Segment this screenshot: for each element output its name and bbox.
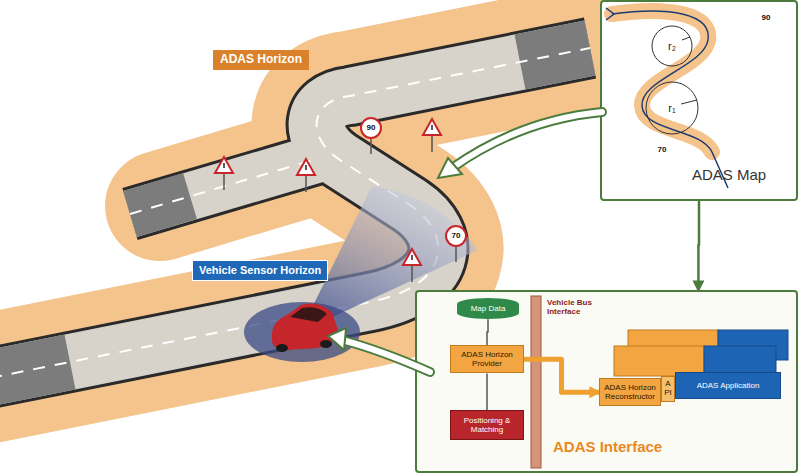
sensor-halo: [244, 302, 360, 362]
region-label: ADAS Horizon: [213, 50, 309, 70]
warning-sign: [403, 249, 421, 282]
speed-limit: 70: [452, 231, 461, 240]
radius-circle: [646, 82, 698, 134]
radius-label: r₂: [668, 40, 676, 53]
pointer-arrow: [452, 112, 602, 168]
radius-circle: [652, 26, 692, 66]
car: [272, 304, 338, 352]
connector: [697, 200, 700, 290]
sign-triangle: [297, 159, 315, 175]
database-cylinder: Map Data: [457, 298, 519, 319]
car-window: [290, 307, 327, 322]
panel-title: ADAS Map: [692, 166, 766, 183]
adas-map-drawing: [606, 8, 728, 188]
panel-title: ADAS Interface: [553, 438, 662, 455]
pointer-arrow: [452, 112, 602, 168]
process-box: ADAS Application: [675, 372, 781, 399]
adas-interface-drawing: [531, 296, 788, 468]
sign-pole: [223, 173, 225, 190]
sign-pole: [370, 137, 372, 154]
bus-label: Vehicle Bus Interface: [547, 298, 611, 316]
sign-pole: [305, 175, 307, 192]
sign-pole: [411, 265, 413, 282]
sign-triangle: [215, 157, 233, 173]
node-text: ADAS Application: [680, 381, 776, 390]
sign-symbol: [223, 163, 225, 168]
inset-pointers: [328, 112, 602, 372]
node-text: Positioning & Matching: [454, 416, 520, 434]
sign-triangle: [403, 249, 421, 265]
speed-sign: [361, 118, 381, 138]
process-box: ADAS Horizon Reconstructor: [599, 378, 661, 406]
speed-sign: [446, 226, 466, 246]
interface-inset-panel: [416, 291, 797, 472]
sign-symbol: [305, 165, 307, 170]
node-text: Map Data: [460, 304, 516, 313]
map-line-end: [606, 8, 614, 20]
map-road-line: [612, 11, 728, 188]
connector: [487, 319, 488, 345]
speed-limit: 70: [658, 145, 667, 154]
node-text: API: [664, 380, 672, 398]
car-wheel: [320, 340, 332, 348]
sign-pole: [455, 245, 457, 262]
vehicle-bus-pipe: [531, 296, 541, 468]
speed-limit: 90: [762, 13, 771, 22]
node-text: ADAS Horizon Provider: [454, 350, 520, 368]
pointer-head: [438, 158, 462, 178]
api-strip: API: [661, 376, 675, 402]
map-inset-panel: [601, 1, 797, 200]
warning-sign: [297, 159, 315, 192]
road-edge: [130, 155, 330, 214]
connector: [524, 359, 599, 392]
speed-limit: 90: [367, 123, 376, 132]
sign-triangle: [423, 119, 441, 135]
sign-symbol: [411, 255, 413, 260]
car-wheel: [276, 344, 288, 352]
node-text: ADAS Horizon: [220, 53, 302, 67]
process-box: Positioning & Matching: [450, 410, 524, 440]
radius-label: r₁: [668, 102, 675, 115]
warning-sign: [215, 157, 233, 190]
pointer-head: [328, 328, 346, 350]
sign-symbol: [431, 125, 433, 130]
connector: [486, 373, 488, 410]
inset-panel: ADAS Map: [600, 0, 798, 200]
inset-panel: ADAS Interface Map DataADAS Horizon Provi…: [415, 290, 798, 473]
lane-marking: [130, 158, 320, 214]
road-surface: [130, 155, 330, 214]
region-label: Vehicle Sensor Horizon: [192, 260, 328, 281]
road-far: [520, 48, 590, 62]
node-text: ADAS Horizon Reconstructor: [603, 383, 657, 401]
node-text: Vehicle Sensor Horizon: [199, 264, 321, 277]
process-box: ADAS Horizon Provider: [450, 345, 524, 373]
warning-sign: [423, 119, 441, 152]
car-body: [272, 304, 338, 350]
map-road-band: [612, 11, 712, 152]
pointer-arrow: [342, 340, 430, 372]
pointer-arrow: [342, 340, 430, 372]
radius-line: [681, 100, 697, 104]
sign-pole: [431, 135, 433, 152]
radius-line: [682, 37, 690, 40]
